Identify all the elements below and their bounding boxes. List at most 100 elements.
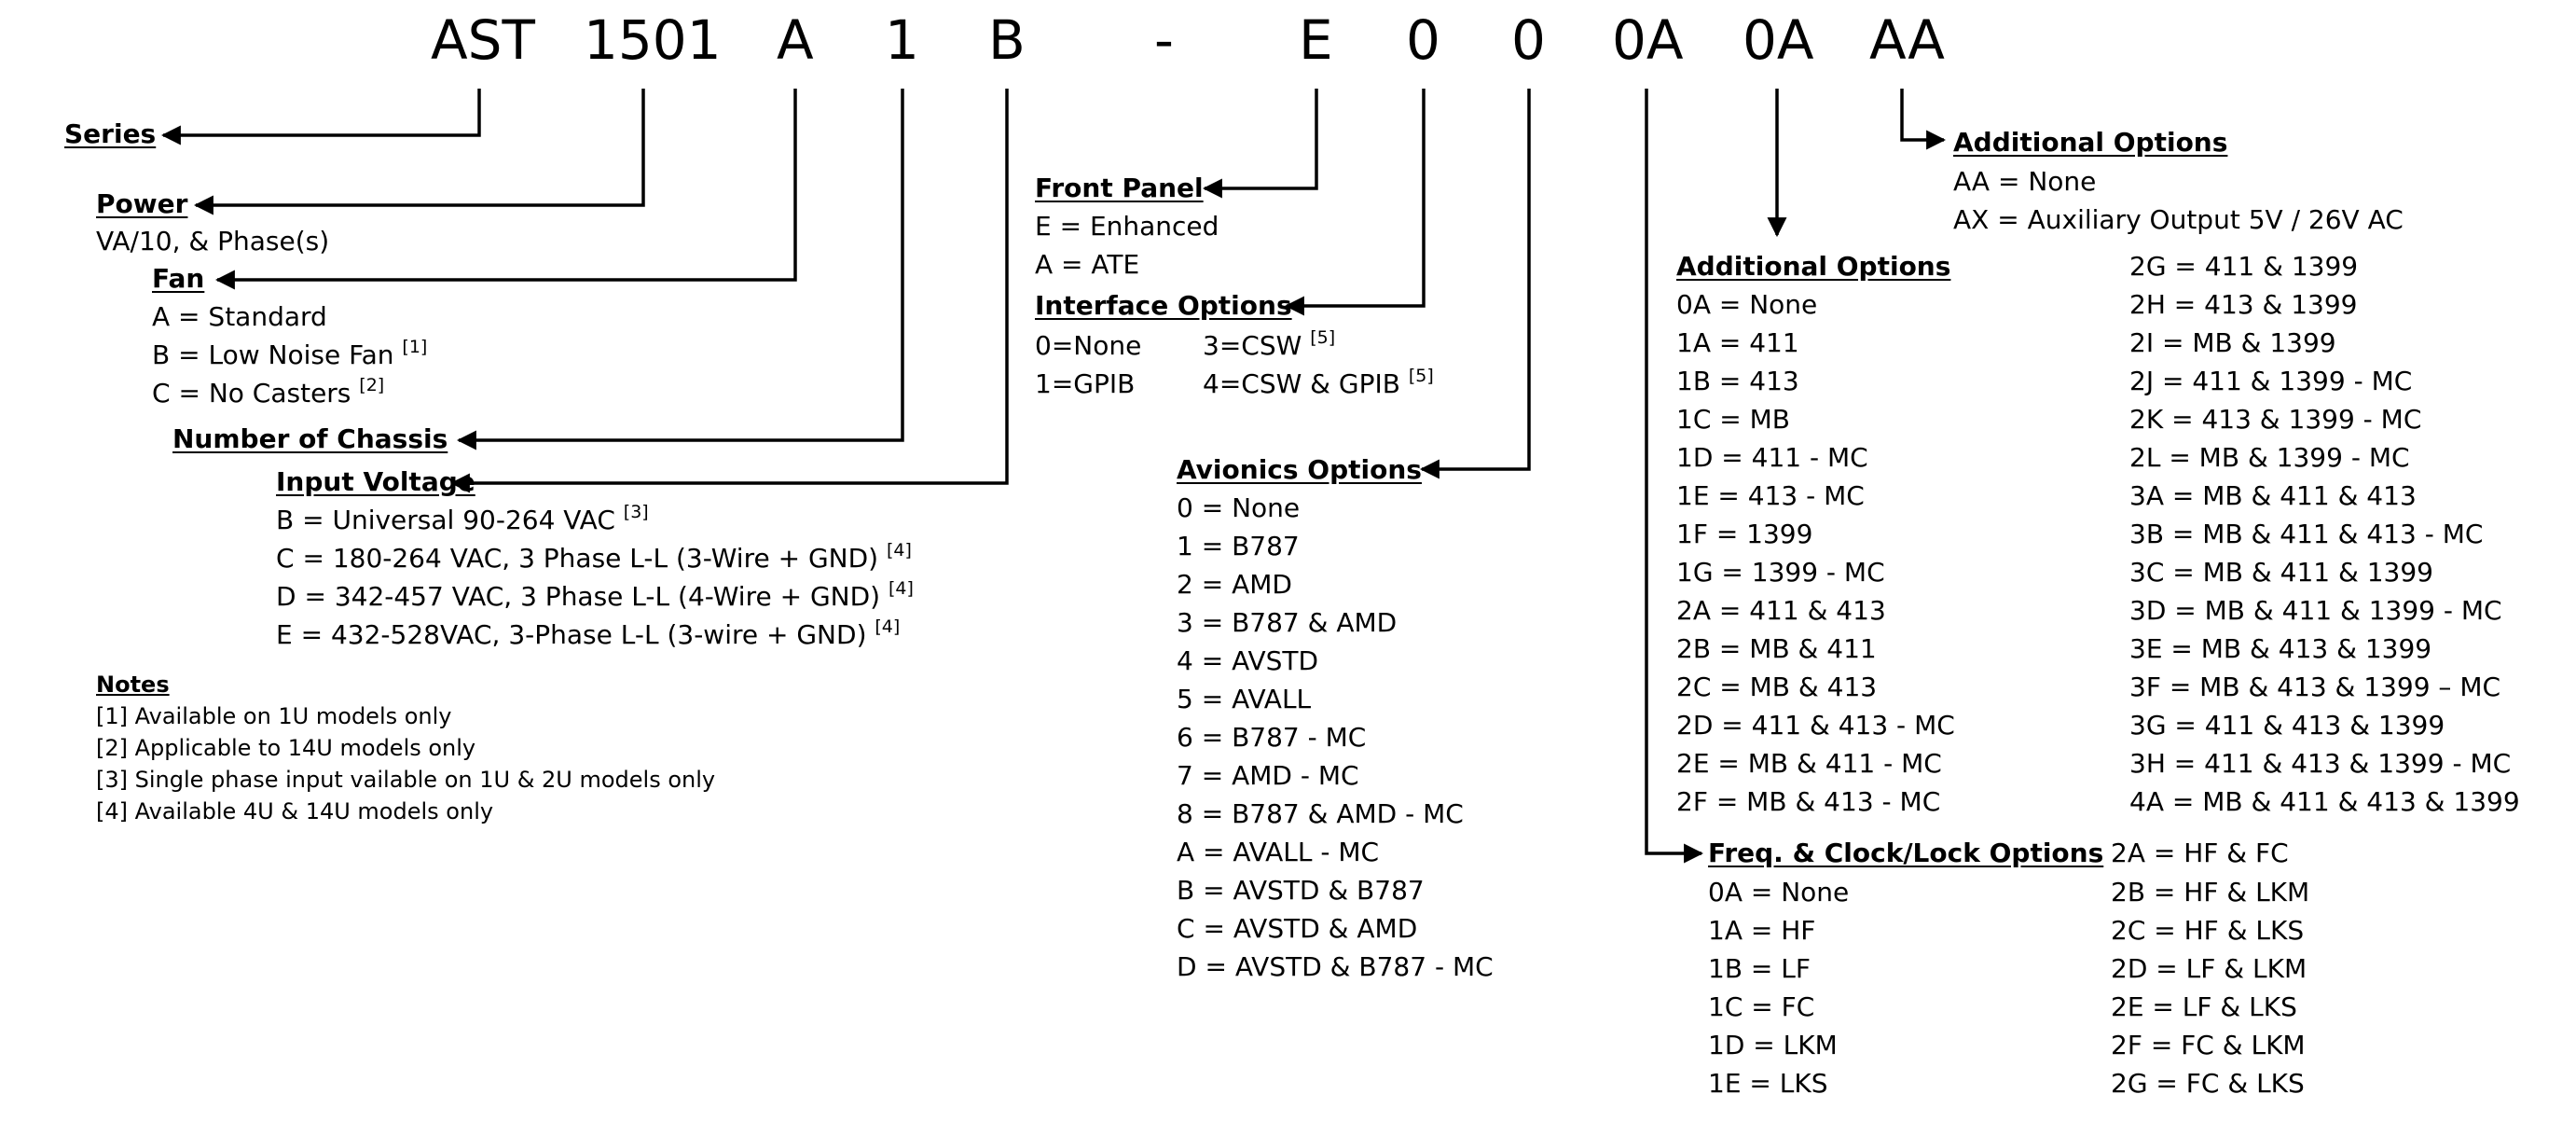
interface-title: Interface Options	[1035, 290, 1292, 321]
front-panel-option: A = ATE	[1035, 249, 1140, 280]
additional-option: 1C = MB	[1676, 404, 1790, 435]
avionics-option: B = AVSTD & B787	[1177, 875, 1425, 906]
avionics-option: 6 = B787 - MC	[1177, 722, 1367, 753]
additional-option: 4A = MB & 411 & 413 & 1399	[2129, 786, 2520, 817]
note-item: [2] Applicable to 14U models only	[96, 735, 476, 761]
series-connector	[160, 89, 481, 145]
additional-option: 2A = 411 & 413	[1676, 595, 1886, 626]
freq-clock-option: 2E = LF & LKS	[2111, 991, 2297, 1022]
avionics-option: 3 = B787 & AMD	[1177, 607, 1398, 638]
interface-connector	[1284, 89, 1426, 316]
additional-extra-connector	[1900, 89, 1947, 150]
freq-clock-option: 1E = LKS	[1708, 1068, 1828, 1099]
avionics-title: Avionics Options	[1177, 454, 1422, 485]
additional-option: 2G = 411 & 1399	[2129, 251, 2359, 282]
fan-option: A = Standard	[152, 301, 327, 332]
avionics-option: 5 = AVALL	[1177, 684, 1312, 714]
power-title: Power	[96, 188, 188, 219]
freq-clock-option: 1D = LKM	[1708, 1030, 1838, 1060]
additional-option: 3B = MB & 411 & 413 - MC	[2129, 519, 2484, 549]
freq-clock-option: 1B = LF	[1708, 953, 1811, 984]
additional-option: 1F = 1399	[1676, 519, 1813, 549]
additional-option: 2E = MB & 411 - MC	[1676, 748, 1942, 779]
additional-option: 1D = 411 - MC	[1676, 442, 1868, 473]
additional-option: 3D = MB & 411 & 1399 - MC	[2129, 595, 2502, 626]
code-additional-extra: AA	[1869, 8, 1945, 72]
freq-clock-connector	[1645, 89, 1704, 864]
code-additional: 0A	[1743, 8, 1814, 72]
input-voltage-title: Input Voltage	[276, 466, 475, 497]
front-panel-option: E = Enhanced	[1035, 211, 1219, 242]
code-input-voltage: B	[988, 8, 1026, 72]
voltage-option: D = 342-457 VAC, 3 Phase L-L (4-Wire + G…	[276, 578, 914, 612]
freq-clock-option: 1A = HF	[1708, 915, 1816, 946]
avionics-option: 2 = AMD	[1177, 569, 1292, 600]
freq-clock-option: 1C = FC	[1708, 991, 1815, 1022]
notes-title: Notes	[96, 672, 170, 698]
additional-extra-option: AX = Auxiliary Output 5V / 26V AC	[1953, 204, 2404, 235]
power-connector	[193, 89, 645, 215]
additional-option: 2L = MB & 1399 - MC	[2129, 442, 2410, 473]
avionics-option: 8 = B787 & AMD - MC	[1177, 798, 1464, 829]
power-desc: VA/10, & Phase(s)	[96, 226, 330, 256]
series-title: Series	[64, 118, 157, 149]
additional-option: 2J = 411 & 1399 - MC	[2129, 366, 2413, 396]
additional-option: 2F = MB & 413 - MC	[1676, 786, 1941, 817]
additional-option: 0A = None	[1676, 289, 1818, 320]
additional-option: 3A = MB & 411 & 413	[2129, 480, 2417, 511]
additional-option: 2K = 413 & 1399 - MC	[2129, 404, 2422, 435]
chassis-connector	[456, 89, 904, 450]
code-avionics: 0	[1511, 8, 1546, 72]
code-series: AST	[431, 8, 535, 72]
code-dash: -	[1154, 8, 1174, 72]
additional-extra-title: Additional Options	[1953, 127, 2228, 158]
code-interface: 0	[1406, 8, 1440, 72]
avionics-option: C = AVSTD & AMD	[1177, 913, 1418, 944]
interface-option: 3=CSW [5]	[1203, 327, 1336, 361]
additional-option: 2B = MB & 411	[1676, 633, 1877, 664]
code-chassis: 1	[885, 8, 919, 72]
voltage-option: E = 432-528VAC, 3-Phase L-L (3-wire + GN…	[276, 616, 901, 650]
note-item: [4] Available 4U & 14U models only	[96, 798, 494, 824]
avionics-option: 1 = B787	[1177, 531, 1300, 561]
interface-option: 4=CSW & GPIB [5]	[1203, 366, 1434, 399]
additional-option: 3E = MB & 413 & 1399	[2129, 633, 2432, 664]
additional-option: 1G = 1399 - MC	[1676, 557, 1885, 588]
note-item: [1] Available on 1U models only	[96, 703, 452, 729]
code-power: 1501	[584, 8, 722, 72]
additional-option: 1E = 413 - MC	[1676, 480, 1865, 511]
freq-clock-option: 0A = None	[1708, 877, 1850, 907]
freq-clock-option: 2F = FC & LKM	[2111, 1030, 2306, 1060]
freq-clock-option: 2G = FC & LKS	[2111, 1068, 2305, 1099]
additional-option: 2H = 413 & 1399	[2129, 289, 2358, 320]
additional-option: 1B = 413	[1676, 366, 1799, 396]
avionics-option: 7 = AMD - MC	[1177, 760, 1359, 791]
voltage-option: B = Universal 90-264 VAC [3]	[276, 502, 649, 535]
freq-clock-title: Freq. & Clock/Lock Options	[1708, 838, 2104, 868]
fan-option: B = Low Noise Fan [1]	[152, 337, 428, 370]
additional-option: 3G = 411 & 413 & 1399	[2129, 710, 2445, 741]
freq-clock-option: 2C = HF & LKS	[2111, 915, 2305, 946]
additional-options-title: Additional Options	[1676, 251, 1951, 282]
freq-clock-option: 2D = LF & LKM	[2111, 953, 2307, 984]
freq-clock-option: 2B = HF & LKM	[2111, 877, 2310, 907]
additional-option: 2I = MB & 1399	[2129, 327, 2336, 358]
avionics-option: A = AVALL - MC	[1177, 837, 1380, 867]
freq-clock-option: 2A = HF & FC	[2111, 838, 2289, 868]
additional-option: 2D = 411 & 413 - MC	[1676, 710, 1955, 741]
front-panel-title: Front Panel	[1035, 173, 1204, 203]
code-front-panel: E	[1299, 8, 1333, 72]
voltage-option: C = 180-264 VAC, 3 Phase L-L (3-Wire + G…	[276, 540, 912, 574]
fan-connector	[214, 89, 797, 290]
code-freq-clock: 0A	[1612, 8, 1684, 72]
additional-option: 2C = MB & 413	[1676, 672, 1878, 702]
avionics-connector	[1419, 89, 1531, 479]
code-fan: A	[777, 8, 814, 72]
interface-option: 0=None	[1035, 330, 1142, 361]
additional-option: 3C = MB & 411 & 1399	[2129, 557, 2433, 588]
front-panel-connector	[1202, 89, 1318, 199]
avionics-option: 0 = None	[1177, 492, 1301, 523]
interface-option: 1=GPIB	[1035, 368, 1136, 399]
